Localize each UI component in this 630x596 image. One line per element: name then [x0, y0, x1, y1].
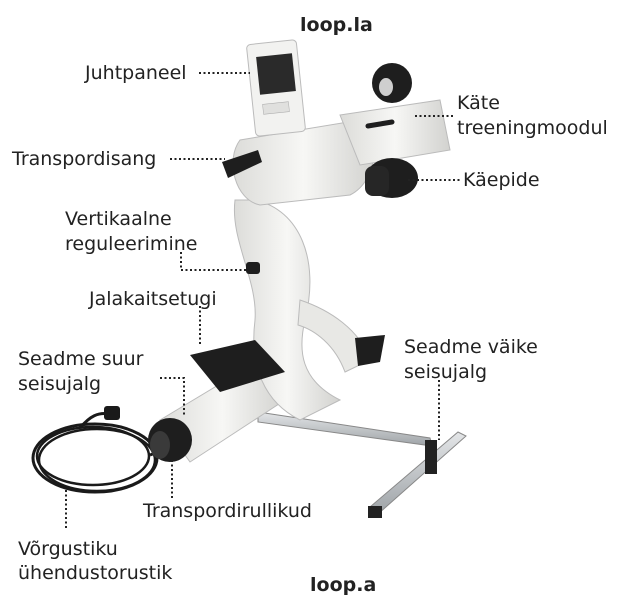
label-foot-support: Jalakaitsetugi — [89, 288, 217, 310]
label-small-foot-line2: seisujalg — [404, 361, 487, 383]
label-transport-handle: Transpordisang — [12, 148, 156, 170]
brand-top: loop.la — [300, 14, 373, 36]
label-power-cable-line1: Võrgustiku — [18, 538, 118, 560]
label-large-foot-line2: seisujalg — [18, 373, 101, 395]
label-small-foot-line1: Seadme väike — [404, 336, 538, 358]
label-arm-module-line2: treeningmoodul — [457, 117, 608, 139]
label-vertical-adjust-line2: reguleerimine — [65, 233, 197, 255]
label-vertical-adjust-line1: Vertikaalne — [65, 208, 172, 230]
label-arm-module-line1: Käte — [457, 92, 500, 114]
label-control-panel: Juhtpaneel — [85, 62, 187, 84]
control-panel-device — [246, 40, 305, 137]
label-hand-grip: Käepide — [463, 169, 540, 191]
label-power-cable-line2: ühendustorustik — [18, 562, 172, 584]
label-transport-rollers: Transpordirullikud — [143, 500, 312, 522]
label-large-foot-line1: Seadme suur — [18, 348, 144, 370]
brand-bottom: loop.a — [310, 574, 376, 596]
